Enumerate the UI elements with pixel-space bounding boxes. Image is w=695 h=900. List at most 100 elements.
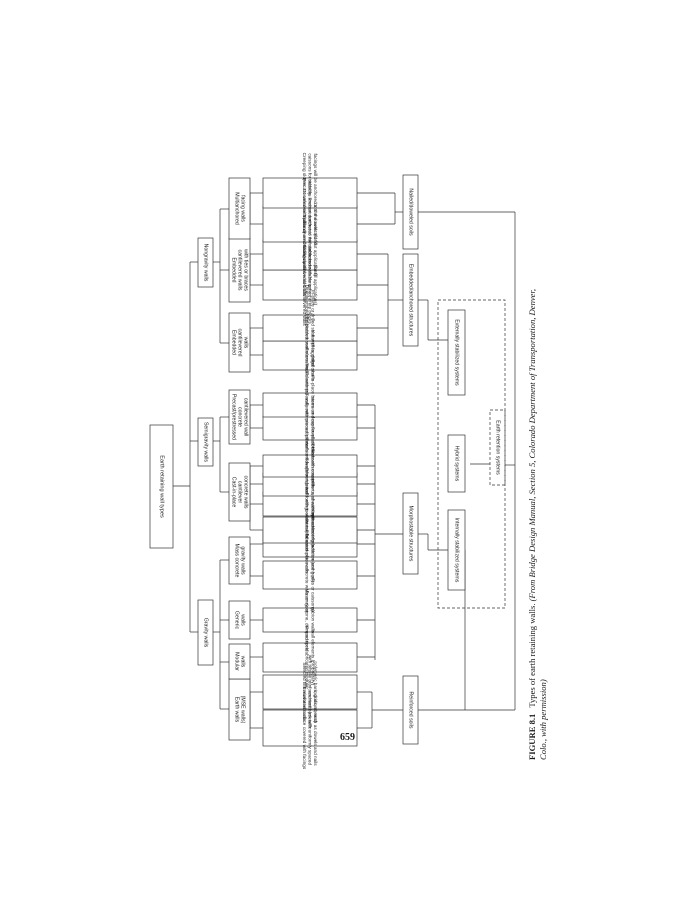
subtype-embedded-cantilevered-text: Embedded [230, 330, 236, 355]
subtype-modular-text: Modular [233, 652, 239, 671]
embedded-anchored-box-text: Embedded/anchored structures [408, 264, 414, 337]
morphostable-structures-box [402, 492, 419, 575]
desc-earth-walls-text: Selected fills reinforced soils [302, 662, 307, 722]
desc-precast-deep-text: and cast-in-place bases on deep foundati… [310, 358, 315, 452]
hybrid-systems-box [447, 434, 466, 493]
desc-earth-walls-text: with tensile reinforcements (metallic [308, 655, 313, 730]
root-box [149, 424, 174, 549]
desc-multianchored-facings [262, 205, 358, 243]
desc-mass-deep-text: foundation (using piles or caissons) [310, 538, 315, 612]
desc-embedded-continuous-text: Embedded continuous wall elements, [305, 317, 310, 395]
root-box-text: Earth retaining wall types [159, 455, 165, 518]
hybrid-systems-box-text: Hybrid systems [454, 446, 460, 482]
nailed-doweled-box-text: Nailed/doweled soils [408, 188, 414, 236]
subtype-multianchored-text: facing walls [240, 195, 246, 222]
desc-mass-deep-text: Cast-in-place concrete walls on deep [305, 537, 310, 614]
desc-creeping-slopes-text: caissons for stability. Precast concrete [308, 153, 313, 233]
desc-cip-t-deep-text: T-walls on deep foundation [305, 438, 310, 494]
subtype-precast-text: concrete [237, 407, 243, 427]
desc-creeping-slopes [262, 177, 358, 209]
subtype-generic-text: Generic [233, 611, 239, 630]
earth-retention-box [489, 409, 506, 486]
desc-multianchored-facings-text: tiebacks anchored either to the stable z… [308, 179, 313, 269]
figure-title: Types of earth retaining walls. [527, 603, 537, 708]
desc-ties-cut-text: (for cut applications) [313, 234, 318, 277]
subtype-mass-concrete-text: Mass concrete [233, 544, 239, 578]
subtype-embedded-ties-text: Embedded [230, 257, 236, 282]
desc-precast-deep [262, 392, 358, 418]
desc-multianchored-facings-text: or to the selected fill [313, 203, 318, 245]
page-number: 659 [340, 732, 355, 743]
desc-cip-invert-l-text: can be used with buttresses [310, 475, 315, 534]
desc-earth-walls-text: polymeric bars, grids, sheets) [313, 661, 318, 723]
desc-precast-cip-text: stems and cast-in-place bases [310, 396, 315, 460]
desc-cip-t-spread-text: Use with counterforts, shear keys [310, 450, 315, 520]
desc-modular-text: Precast/prefabricated modular [305, 626, 310, 689]
gravity-walls-box [197, 599, 214, 666]
desc-ties-cut-text: Shallowly embedded cantilevered walls [302, 214, 307, 296]
desc-generic-text: Masonry, stone, dumped rock, [305, 589, 310, 652]
figure-caption: FIGURE 8.1 Types of earth retaining walls… [527, 280, 549, 760]
desc-cip-l-walls-text: L-walls can be used [305, 509, 310, 551]
embedded-anchored-box [402, 253, 419, 347]
desc-embedded-discrete-text: In-place or drilled shaft with laggings [310, 290, 315, 366]
desc-embedded-continuous-text: sheet piles, drilled shafts [310, 330, 315, 382]
externally-stabilized-box [447, 309, 466, 396]
desc-mass-deep [262, 560, 358, 590]
desc-modular-text: wall elements (proprietary) [310, 630, 315, 686]
desc-modular [262, 642, 358, 673]
desc-ties-fill-text: (for fill applications) [313, 265, 318, 306]
reinforced-soils-box [402, 675, 419, 745]
subtype-precast-text: Precast/prestressed [230, 394, 236, 440]
semigravity-walls-box-text: Semigravity walls [203, 422, 209, 462]
externally-stabilized-box-text: Externally stabilized systems [454, 319, 460, 386]
desc-cip-t-spread-text: T-walls on spread footing. [305, 458, 310, 511]
subtype-generic-text: walls [240, 614, 246, 626]
desc-ties-cut-text: anchored with tiebacks to stable zone [308, 216, 313, 295]
desc-earth-walls-nails-text: Excavated surface covered with facings [302, 687, 307, 770]
systems-dashed-frame [437, 299, 506, 609]
subtype-mass-concrete-text: gravity walls [240, 546, 246, 575]
subtype-precast-text: cantilevered wall [243, 398, 249, 436]
subtype-generic [228, 600, 251, 640]
desc-earth-walls-nails-text: inclusions, such as dowels and nails [313, 690, 318, 766]
subtype-earth-walls-text: (MSE walls) [240, 696, 246, 724]
nailed-doweled-box [402, 174, 419, 250]
desc-precast-deep-text: T-walls with precast/postensioned stems [305, 363, 310, 448]
internally-stabilized-box [447, 509, 466, 591]
desc-embedded-discrete [262, 314, 358, 342]
reinforced-soils-box-text: Reinforced soils [408, 692, 414, 729]
subtype-cip-cantilever [228, 462, 251, 522]
semigravity-walls-box [197, 417, 214, 467]
desc-cip-l-walls [262, 516, 358, 544]
subtype-multianchored [228, 177, 251, 240]
subtype-modular-text: walls [240, 656, 246, 668]
figure-label: FIGURE 8.1 [527, 713, 537, 760]
subtype-precast [228, 389, 251, 445]
subtype-earth-walls-text: Earth walls [233, 697, 239, 723]
desc-earth-walls-nails [262, 709, 358, 747]
desc-cip-t-deep-text: Drilled caissons, piles [310, 443, 315, 489]
earth-retention-box-text: Earth retention systems [495, 420, 501, 475]
subtype-modular [228, 643, 251, 680]
desc-cip-invert-l-text: Invert L-walls with toe cover. Fills [305, 470, 310, 539]
subtype-embedded-ties-text: cantilevered walls [237, 250, 243, 291]
morphostable-structures-box-text: Morphostable structures [408, 506, 414, 562]
desc-embedded-discrete-text: Deeply embedded discrete wall elements. [305, 285, 310, 372]
desc-ties-cut [262, 239, 358, 271]
desc-cip-t-deep [262, 454, 358, 478]
subtype-cip-cantilever-text: cantilever [237, 481, 243, 503]
desc-earth-walls-nails-text: and tied back with uniformly spaced [308, 691, 313, 766]
subtype-cip-cantilever-text: concrete walls [243, 476, 249, 509]
subtype-cip-cantilever-text: Cast-in-place [230, 477, 236, 508]
desc-precast-cip-text: T-walls with precast/postensioned [305, 393, 310, 463]
subtype-mass-concrete [228, 536, 251, 585]
desc-creeping-slopes-text: facings will be anchored to the dowels [313, 154, 318, 234]
nongravity-walls-box-text: Nongravity walls [203, 244, 209, 282]
subtype-multianchored-text: Multianchored [233, 192, 239, 225]
desc-cip-l-walls-text: with counterforts [310, 513, 315, 548]
desc-ties-fill-text: anchored with buried concrete blocks [308, 246, 313, 324]
subtype-embedded-ties-text: with ties or braces [243, 249, 249, 291]
desc-ties-fill-text: Shallowly embedded cantilevered walls [302, 244, 307, 326]
